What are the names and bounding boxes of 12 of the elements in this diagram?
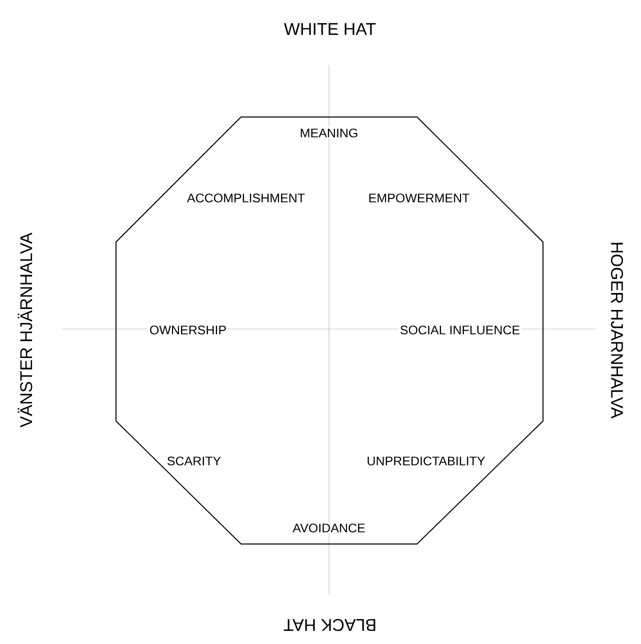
octant-label: EMPOWERMENT bbox=[366, 192, 472, 204]
octant-label: AVOIDANCE bbox=[291, 522, 367, 534]
octant-label: OWNERSHIP bbox=[148, 324, 228, 336]
axis-label: WHITE HAT bbox=[284, 23, 376, 35]
octant-label: MEANING bbox=[298, 127, 360, 139]
octant-label: SOCIAL INFLUENCE bbox=[398, 324, 522, 336]
axis-label: VÄNSTER HJÄRNHALVA bbox=[18, 232, 32, 428]
axis-label: HOGER HJARNHALVA bbox=[610, 242, 624, 418]
axis-label: BLACK HAT bbox=[284, 618, 376, 632]
octant-label: SCARITY bbox=[165, 455, 223, 467]
octant-label: UNPREDICTABILITY bbox=[365, 455, 487, 467]
octant-label: ACCOMPLISHMENT bbox=[185, 192, 307, 204]
